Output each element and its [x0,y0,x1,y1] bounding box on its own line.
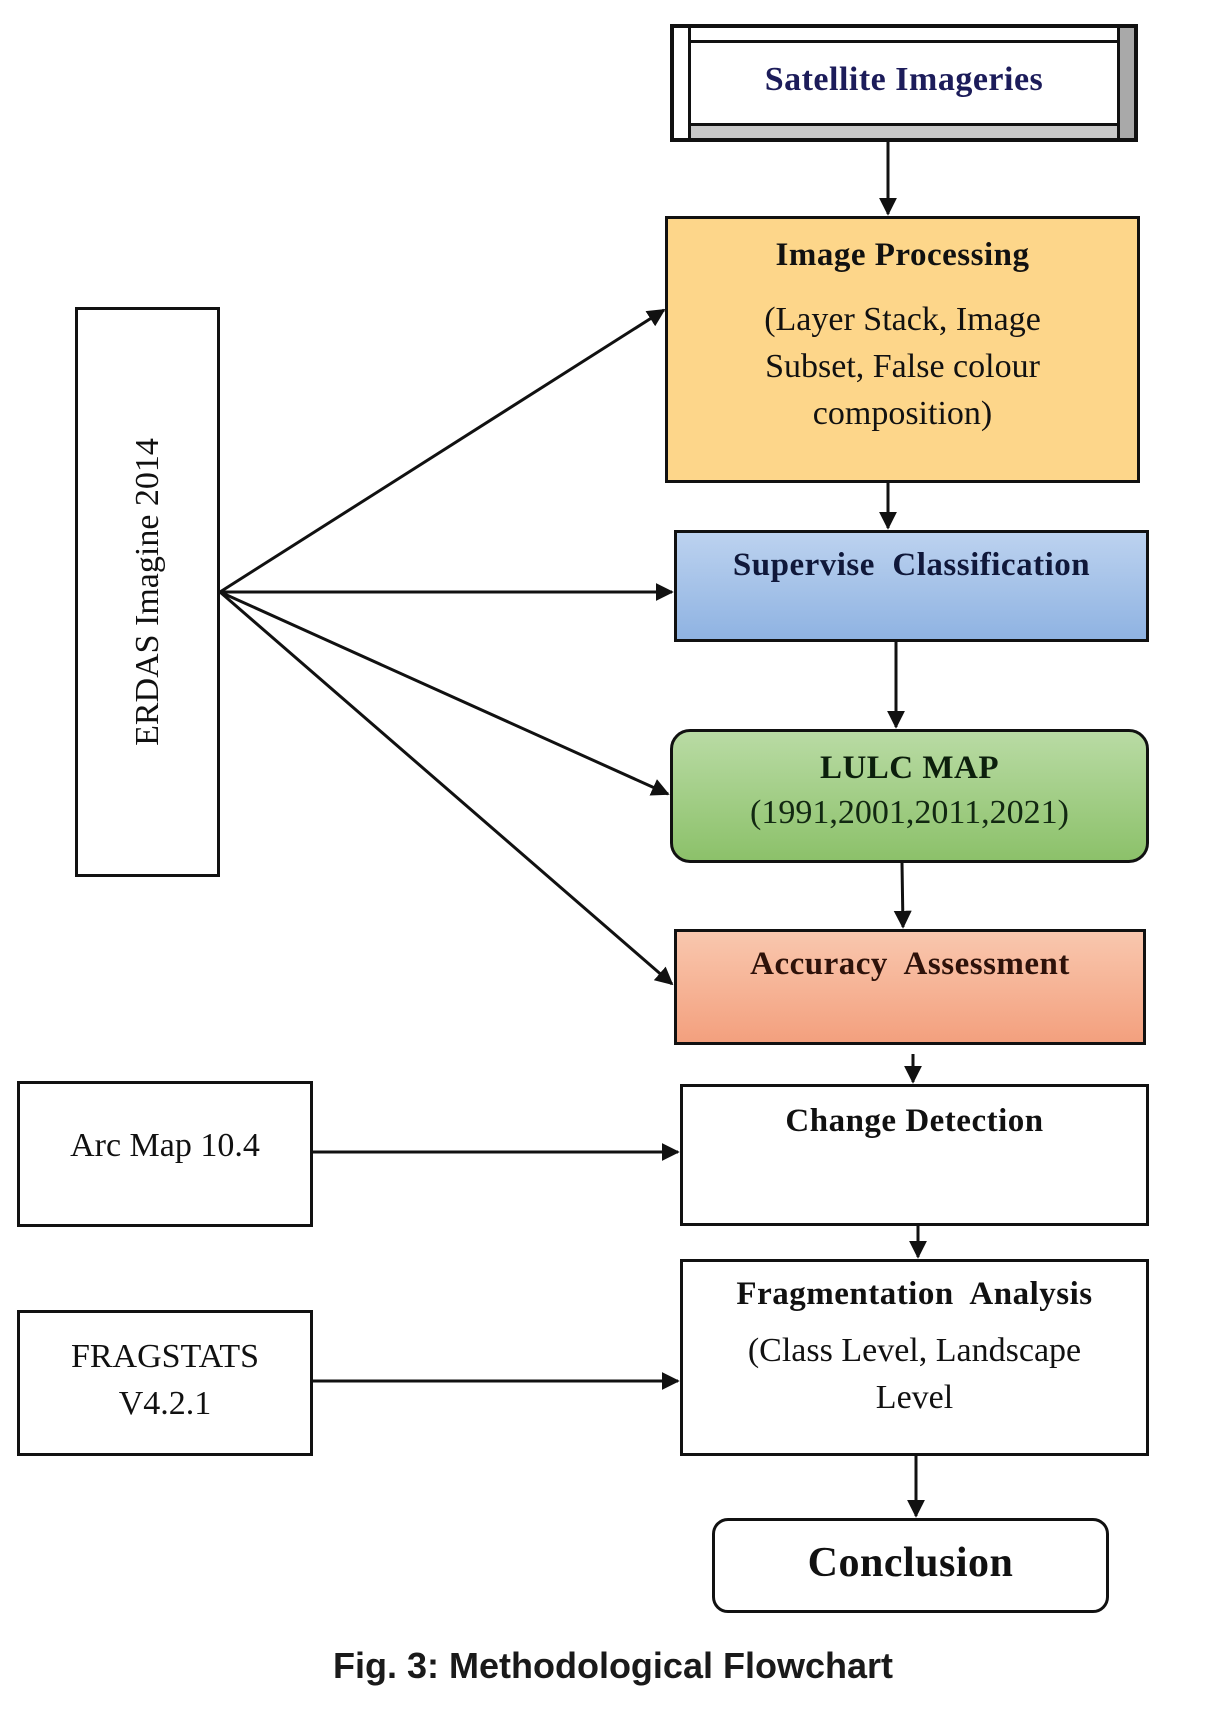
image-processing-details: (Layer Stack, Image Subset, False colour… [668,296,1137,437]
fragmentation-analysis-title: Fragmentation Analysis [736,1276,1093,1312]
figure-caption: Fig. 3: Methodological Flowchart [332,1645,893,1686]
fragmentation-analysis-node: Fragmentation Analysis (Class Level, Lan… [680,1259,1149,1456]
image-processing-line: composition) [812,395,993,432]
fragmentation-analysis-line: Level [875,1379,954,1416]
arcmap-label: Arc Map 10.4 [70,1127,260,1164]
fragstats-node: FRAGSTATS V4.2.1 [17,1310,313,1456]
erdas-imagine-label: ERDAS Imagine 2014 [128,438,166,746]
bevel-left [674,28,691,138]
erdas-imagine-node: ERDAS Imagine 2014 [75,307,220,877]
conclusion-title: Conclusion [807,1540,1014,1586]
fragstats-version: V4.2.1 [118,1385,212,1422]
bevel-top [674,28,1134,43]
bevel-bottom [674,123,1134,138]
image-processing-line: (Layer Stack, Image [764,301,1041,338]
supervise-classification-node: Supervise Classification [674,530,1149,642]
arcmap-node: Arc Map 10.4 [17,1081,313,1227]
edge-erdas-to-accuracy [219,590,674,986]
accuracy-assessment-title: Accuracy Assessment [750,946,1070,982]
edge-erdas-to-image-processing [219,308,666,594]
supervise-classification-title: Supervise Classification [732,547,1091,583]
conclusion-node: Conclusion [712,1518,1109,1613]
change-detection-node: Change Detection [680,1084,1149,1226]
lulc-map-years: (1991,2001,2011,2021) [750,794,1069,831]
accuracy-assessment-node: Accuracy Assessment [674,929,1146,1045]
lulc-map-node: LULC MAP (1991,2001,2011,2021) [670,729,1149,863]
bevel-right [1117,28,1134,138]
edge-lulc-to-accuracy [893,862,912,929]
edge-erdas-to-lulc [219,590,670,796]
satellite-imageries-node: Satellite Imageries [670,24,1138,142]
fragmentation-analysis-line: (Class Level, Landscape [747,1332,1082,1369]
image-processing-node: Image Processing (Layer Stack, Image Sub… [665,216,1140,483]
image-processing-title: Image Processing [775,237,1030,273]
lulc-map-title: LULC MAP [819,750,1000,786]
satellite-imageries-label: Satellite Imageries [764,61,1044,98]
image-processing-line: Subset, False colour [765,348,1040,385]
change-detection-title: Change Detection [785,1103,1044,1139]
fragstats-label: FRAGSTATS [70,1338,260,1375]
